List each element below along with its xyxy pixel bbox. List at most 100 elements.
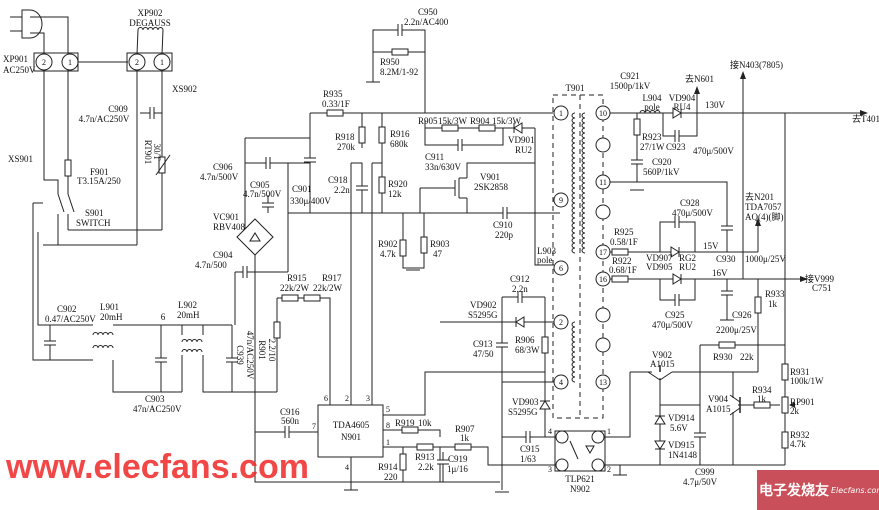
capacitor-gap xyxy=(518,291,522,303)
component-label-rp901-0: RP901 xyxy=(790,397,815,407)
component-label-vd914-1: 5.6V xyxy=(670,423,688,433)
component-label-r920-1: 12k xyxy=(388,189,402,199)
resistor-icon xyxy=(420,236,428,254)
t901-pin-label: 17 xyxy=(599,248,607,257)
t901-pin-label: 10 xyxy=(599,109,607,118)
component-label-v902-1: A1015 xyxy=(650,359,675,369)
capacitor-icon xyxy=(265,157,271,169)
capacitor-gap xyxy=(496,343,508,347)
component-label-c902-1: 0.47/AC250V xyxy=(45,314,96,324)
component-label-l903-0: L903 xyxy=(537,246,556,256)
diode-icon xyxy=(672,273,682,285)
capacitor-gap xyxy=(226,358,238,362)
capacitor-icon xyxy=(457,139,463,151)
capacitor-icon xyxy=(721,225,733,231)
t901-pin xyxy=(553,105,569,121)
wire xyxy=(424,120,504,146)
component-label-c909-1: 4.7n/AC250V xyxy=(79,114,130,124)
component-label-n901-1: N901 xyxy=(341,432,361,442)
capacitor-gap xyxy=(266,157,270,169)
component-label-rp901-1: 2k xyxy=(790,406,800,416)
component-label-r906-1: 68/3W xyxy=(515,345,540,355)
component-label-r923-1: 27/1W xyxy=(640,142,665,152)
resistor-icon xyxy=(781,396,789,414)
diode-icon xyxy=(672,107,682,119)
component-label-c950-1: 2.2n/AC400 xyxy=(404,17,449,27)
diode-icon xyxy=(539,400,551,410)
capacitor-icon xyxy=(694,432,706,438)
capacitor-icon xyxy=(284,426,290,438)
component-label-c903-0: C903 xyxy=(145,394,165,404)
diode-triangle xyxy=(515,316,525,328)
t901-pin xyxy=(553,192,569,208)
watermark-text: www.elecfans.com xyxy=(5,448,309,486)
component-label-vd903-0: VD903 xyxy=(512,397,539,407)
transistor-collector xyxy=(729,407,741,416)
component-label-r907-0: R907 xyxy=(455,424,475,434)
resistor-icon xyxy=(399,453,407,471)
elecfans-logo: 电子发烧友 Elecfans.com xyxy=(757,470,879,510)
component-label-c906-1: 4.7n/500V xyxy=(200,172,239,182)
resistor-icon xyxy=(441,124,459,132)
component-label-l904-0: L904 xyxy=(643,93,662,103)
component-label-n901-3: 5 xyxy=(386,405,390,414)
capacitor-icon xyxy=(155,357,167,363)
component-label-r923-0: R923 xyxy=(642,132,662,142)
resistor-icon xyxy=(753,401,771,409)
component-label-xp901-0: XP901 xyxy=(3,54,28,64)
component-label-c939-1: 47n/AC250V xyxy=(245,331,255,380)
component-label-r914-1: 220 xyxy=(384,472,398,482)
t901-pin-label: 16 xyxy=(599,275,607,284)
capacitor-icon xyxy=(525,431,531,443)
component-label-r930-1: 22k xyxy=(740,352,754,362)
component-label-n201-1: TDA7057 xyxy=(745,202,782,212)
t901-pin xyxy=(595,204,611,220)
optocoupler-pin xyxy=(591,430,605,444)
resistor-icon xyxy=(273,321,281,339)
component-label-r932-0: R932 xyxy=(790,430,810,440)
component-label-c913-0: C913 xyxy=(473,339,493,349)
resistor-icon xyxy=(611,275,629,283)
resistor-icon xyxy=(391,48,409,56)
component-label-xp902-0: XP902 xyxy=(137,8,162,18)
t901-pin xyxy=(595,174,611,190)
component-label-c906-0: C906 xyxy=(213,162,233,172)
component-label-v999-0: 接V999 xyxy=(805,273,834,284)
resistor-icon xyxy=(416,443,434,451)
wire xyxy=(37,232,93,326)
capacitor-gap xyxy=(694,433,706,437)
resistor-icon xyxy=(378,126,386,144)
t901-pin xyxy=(595,271,611,287)
component-label-n902-1: N902 xyxy=(570,484,590,494)
t901-pin xyxy=(553,314,569,330)
component-label-n601: 去N601 xyxy=(685,73,714,84)
component-label-r915-0: R915 xyxy=(287,273,307,283)
component-label-n901-0: 6 xyxy=(324,394,328,403)
capacitor-icon xyxy=(304,157,316,163)
wire xyxy=(662,113,698,137)
component-label-n902-3: 2 xyxy=(607,465,611,474)
thermistor-slash-icon xyxy=(155,154,171,176)
component-label-r918-1: 270k xyxy=(337,142,356,152)
t901-feedback-winding-icon xyxy=(571,321,576,383)
component-label-v999-1: C751 xyxy=(812,283,832,293)
component-label-r901-1: 2.2/10 xyxy=(267,339,277,362)
resistor-icon xyxy=(633,118,641,136)
wire xyxy=(136,29,139,55)
component-label-r950-1: 8.2M/1-92 xyxy=(380,67,418,77)
transistor-emitter xyxy=(729,394,741,403)
capacitor-icon xyxy=(631,159,643,165)
component-label-c919-1: 1μ/16 xyxy=(447,464,468,474)
component-label-vd915-0: VD915 xyxy=(668,440,695,450)
capacitor-icon xyxy=(356,185,368,191)
degauss-coil-icon xyxy=(137,27,164,31)
diode-triangle xyxy=(654,415,666,425)
diode-icon xyxy=(670,246,680,258)
component-label-r919-1: 10k xyxy=(418,418,432,428)
component-label-r933-0: R933 xyxy=(765,289,785,299)
capacitor-icon xyxy=(44,340,56,346)
diode-triangle xyxy=(539,400,551,410)
connector-pin xyxy=(128,53,146,71)
resistor-icon xyxy=(303,294,321,302)
l902-coil-icon xyxy=(181,349,203,353)
